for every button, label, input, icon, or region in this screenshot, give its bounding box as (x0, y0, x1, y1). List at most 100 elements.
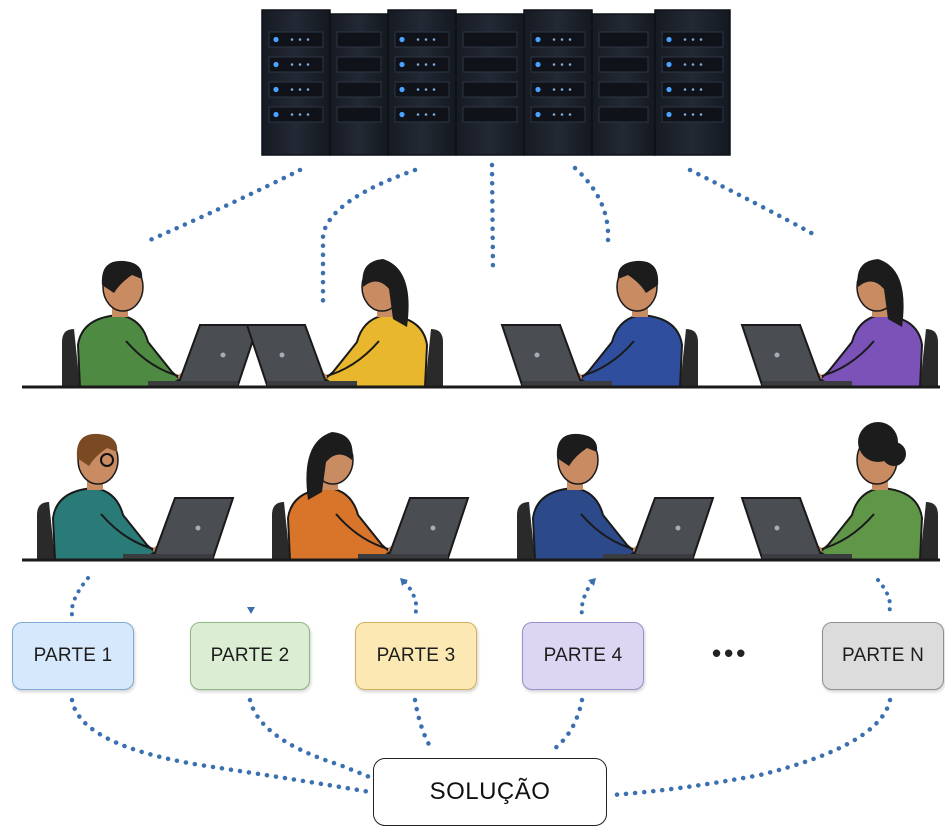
connector-worker5-partN (876, 578, 892, 617)
activity-dot (699, 38, 703, 41)
activity-dot (306, 38, 310, 41)
drive-slot (530, 106, 586, 123)
server-cabinet (591, 13, 656, 156)
activity-dot (691, 63, 695, 66)
drive-slot (598, 31, 649, 48)
activity-dot (416, 88, 420, 91)
laptop-logo (774, 525, 780, 531)
status-led (273, 36, 279, 43)
connector-part3-solution (412, 697, 435, 753)
activity-dot (552, 38, 556, 41)
activity-dot (552, 113, 556, 116)
drive-slot (268, 31, 324, 48)
torso (76, 313, 182, 388)
arm (125, 340, 183, 378)
connector-worker4-part4 (579, 580, 594, 617)
torso (818, 486, 924, 561)
laptop-screen (176, 324, 260, 386)
laptop-base (123, 554, 213, 560)
worker-6 (272, 432, 470, 561)
activity-dot (560, 88, 564, 91)
chair (272, 502, 290, 560)
connector-server-worker3 (489, 162, 496, 273)
drive-slot (336, 81, 382, 98)
drive-slot (530, 31, 586, 48)
drive-slot (598, 56, 649, 73)
drive-slot (268, 106, 324, 123)
server-cabinet (387, 9, 457, 156)
connector-partN-solution (609, 697, 893, 798)
activity-dot (552, 63, 556, 66)
laptop-base (762, 381, 852, 387)
server-connectors (147, 162, 818, 308)
arm (322, 340, 380, 378)
arm (100, 513, 158, 551)
status-led (399, 61, 405, 68)
arm (817, 340, 875, 378)
status-led (399, 111, 405, 118)
activity-dot (298, 63, 302, 66)
server-cabinet (261, 9, 331, 156)
more-parts-ellipsis: ••• (712, 638, 749, 668)
solution-connectors (69, 697, 893, 798)
activity-dot (432, 113, 436, 116)
hair (101, 260, 143, 293)
activity-dot (432, 88, 436, 91)
activity-dot (290, 88, 294, 91)
drive-slot (394, 81, 450, 98)
server-rack (261, 9, 731, 156)
server-cabinet (455, 13, 525, 156)
laptop-base (267, 381, 357, 387)
hair (556, 433, 598, 466)
torso (51, 486, 157, 561)
worker-row-1 (62, 259, 938, 388)
activity-dot (424, 63, 428, 66)
torso (578, 313, 684, 388)
part-box-3: PARTE 3 (355, 622, 477, 690)
chair (920, 502, 938, 560)
chair (62, 329, 80, 387)
status-led (273, 111, 279, 118)
laptop-base (148, 381, 238, 387)
hair-curl (882, 442, 906, 466)
activity-dot (416, 63, 420, 66)
connector-worker3-part3 (403, 580, 419, 617)
server-cabinet (523, 9, 593, 156)
activity-dot (416, 38, 420, 41)
chair (920, 329, 938, 387)
laptop-base (358, 554, 448, 560)
activity-dot (683, 63, 687, 66)
drive-slot (336, 31, 382, 48)
drive-slot (394, 106, 450, 123)
activity-dot (568, 88, 572, 91)
activity-dot (683, 38, 687, 41)
connector-server-worker5 (687, 167, 818, 238)
worker-row-2 (37, 422, 938, 561)
arm (577, 340, 635, 378)
status-led (666, 86, 672, 93)
status-led (399, 86, 405, 93)
worker-1 (62, 260, 260, 388)
activity-dot (306, 63, 310, 66)
connector-server-worker1 (147, 167, 303, 243)
status-led (535, 111, 541, 118)
status-led (666, 111, 672, 118)
server-cabinet (654, 9, 731, 156)
arrowhead-worker3 (400, 578, 408, 586)
status-led (273, 61, 279, 68)
status-led (399, 36, 405, 43)
drive-slot (530, 81, 586, 98)
drive-slot (462, 56, 518, 73)
laptop-screen (500, 324, 584, 386)
hair (76, 433, 118, 466)
hair (362, 259, 409, 327)
chair (37, 502, 55, 560)
laptop-base (522, 381, 612, 387)
activity-dot (568, 113, 572, 116)
activity-dot (424, 38, 428, 41)
activity-dot (306, 113, 310, 116)
activity-dot (416, 113, 420, 116)
worker-2 (245, 259, 443, 388)
laptop-logo (774, 352, 780, 358)
